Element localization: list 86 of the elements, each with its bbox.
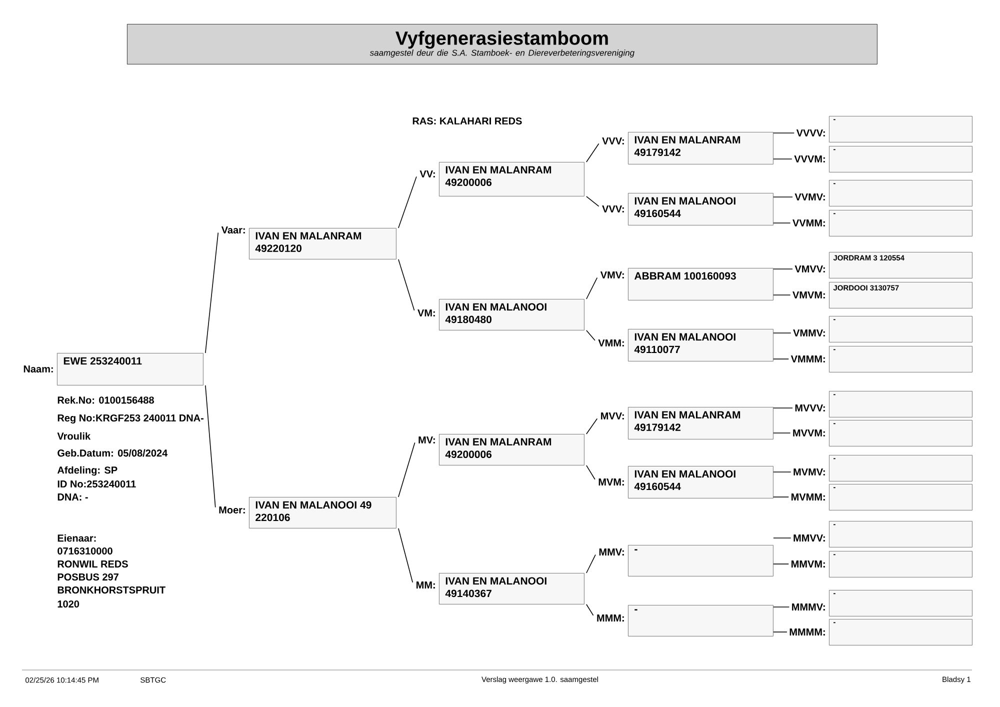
- connector-line: [398, 259, 415, 311]
- position-label: MMVV:: [794, 534, 825, 542]
- connector-line: [773, 606, 790, 608]
- position-label: VVVM:: [794, 156, 825, 162]
- connector-line: [398, 442, 416, 498]
- info-text: RONWIL REDS: [58, 560, 128, 568]
- connector-line: [773, 222, 791, 224]
- position-label: MVVV:: [795, 404, 825, 412]
- connector-line: [586, 465, 596, 480]
- position-label: MM:: [416, 582, 435, 588]
- pedigree-box: IVAN EN MALANRAM 49179142: [628, 132, 774, 164]
- position-label: MMMV:: [792, 604, 825, 610]
- position-label: VMM:: [598, 340, 624, 346]
- connector-line: [586, 196, 600, 207]
- pedigree-box: IVAN EN MALANRAM 49200006: [439, 434, 584, 466]
- info-text: Afdeling: SP: [57, 466, 118, 476]
- connector-line: [773, 294, 791, 296]
- pedigree-box: IVAN EN MALANOOI 49140367: [439, 573, 584, 604]
- info-text: Reg No:KRGF253 240011 DNA-: [58, 414, 204, 424]
- pedigree-box: IVAN EN MALANOOI 49180480: [439, 299, 584, 330]
- position-label: Vaar:: [221, 226, 245, 234]
- position-label: MVV:: [601, 412, 624, 420]
- info-text: Geb.Datum: 05/08/2024: [58, 449, 168, 457]
- position-label: VM:: [418, 310, 435, 316]
- pedigree-box: IVAN EN MALANOOI 49160544: [628, 193, 774, 226]
- info-text: BRONKHORSTSPRUIT: [58, 586, 166, 594]
- connector-line: [773, 358, 790, 360]
- pedigree-box: -: [628, 545, 774, 576]
- position-label: MMM:: [597, 614, 624, 622]
- breed-heading: RAS: KALAHARI REDS: [412, 117, 522, 125]
- position-label: Naam:: [24, 366, 53, 372]
- pedigree-box: IVAN EN MALANOOI 49 220106: [249, 497, 396, 528]
- connector-line: [586, 277, 598, 300]
- position-label: VMMV:: [793, 330, 825, 336]
- pedigree-box: IVAN EN MALANRAM 49220120: [249, 228, 396, 260]
- position-label: Moer:: [219, 506, 245, 514]
- pedigree-box: IVAN EN MALANOOI 49110077: [628, 329, 774, 362]
- position-label: MMMM:: [790, 628, 825, 636]
- info-text: POSBUS 297: [58, 573, 118, 581]
- position-label: VMVM:: [792, 292, 825, 298]
- position-label: MVMM:: [792, 494, 825, 500]
- position-label: MVM:: [598, 478, 624, 486]
- position-label: VMVV:: [794, 266, 825, 272]
- info-text: Rek.No: 0100156488: [58, 396, 154, 404]
- position-label: MV:: [418, 436, 435, 444]
- position-label: VVMM:: [792, 220, 825, 226]
- connector-line: [586, 604, 594, 616]
- connector-line: [773, 496, 790, 498]
- title-banner: Vyfgenerasiestamboom saamgestel deur die S.A. Stamboek- en Diereverbeteringsvereniging: [127, 24, 878, 64]
- info-text: Vroulik: [57, 432, 91, 440]
- position-label: VMMM:: [790, 356, 825, 362]
- position-label: MVVM:: [793, 430, 825, 436]
- connector-line: [586, 330, 596, 341]
- pedigree-box: EWE 253240011: [57, 353, 204, 386]
- info-text: Eienaar:: [58, 534, 96, 542]
- connector-line: [398, 528, 414, 583]
- position-label: VVV:: [602, 206, 624, 212]
- connector-line: [773, 332, 792, 334]
- position-label: VMV:: [600, 272, 624, 278]
- connector-line: [773, 158, 792, 160]
- position-label: MMV:: [599, 548, 624, 556]
- connector-line: [773, 268, 793, 270]
- connector-line: [586, 143, 600, 162]
- connector-line: [398, 176, 417, 228]
- info-text: 0716310000: [58, 547, 112, 555]
- connector-line: [773, 132, 795, 134]
- connector-line: [586, 554, 596, 574]
- position-label: MMVM:: [792, 560, 825, 568]
- connector-line: [205, 232, 219, 354]
- position-label: MVMV:: [794, 468, 825, 476]
- info-text: 1020: [58, 600, 80, 608]
- connector-line: [773, 432, 791, 434]
- pedigree-box: IVAN EN MALANRAM 49179142: [628, 407, 774, 440]
- info-text: ID No:253240011: [58, 480, 136, 488]
- position-label: VVV:: [602, 138, 624, 144]
- connector-line: [586, 418, 598, 434]
- pedigree-box: IVAN EN MALANRAM 49200006: [439, 162, 584, 196]
- connector-line: [773, 196, 793, 198]
- info-text: DNA: -: [58, 494, 88, 500]
- position-label: VVMV:: [794, 194, 825, 200]
- pedigree-box: ABBRAM 100160093: [628, 268, 774, 300]
- position-label: VVVV:: [796, 130, 825, 136]
- position-label: VV:: [420, 170, 435, 178]
- pedigree-box: IVAN EN MALANOOI 49160544: [628, 466, 774, 498]
- pedigree-box: -: [628, 605, 774, 636]
- connector-line: [205, 385, 216, 508]
